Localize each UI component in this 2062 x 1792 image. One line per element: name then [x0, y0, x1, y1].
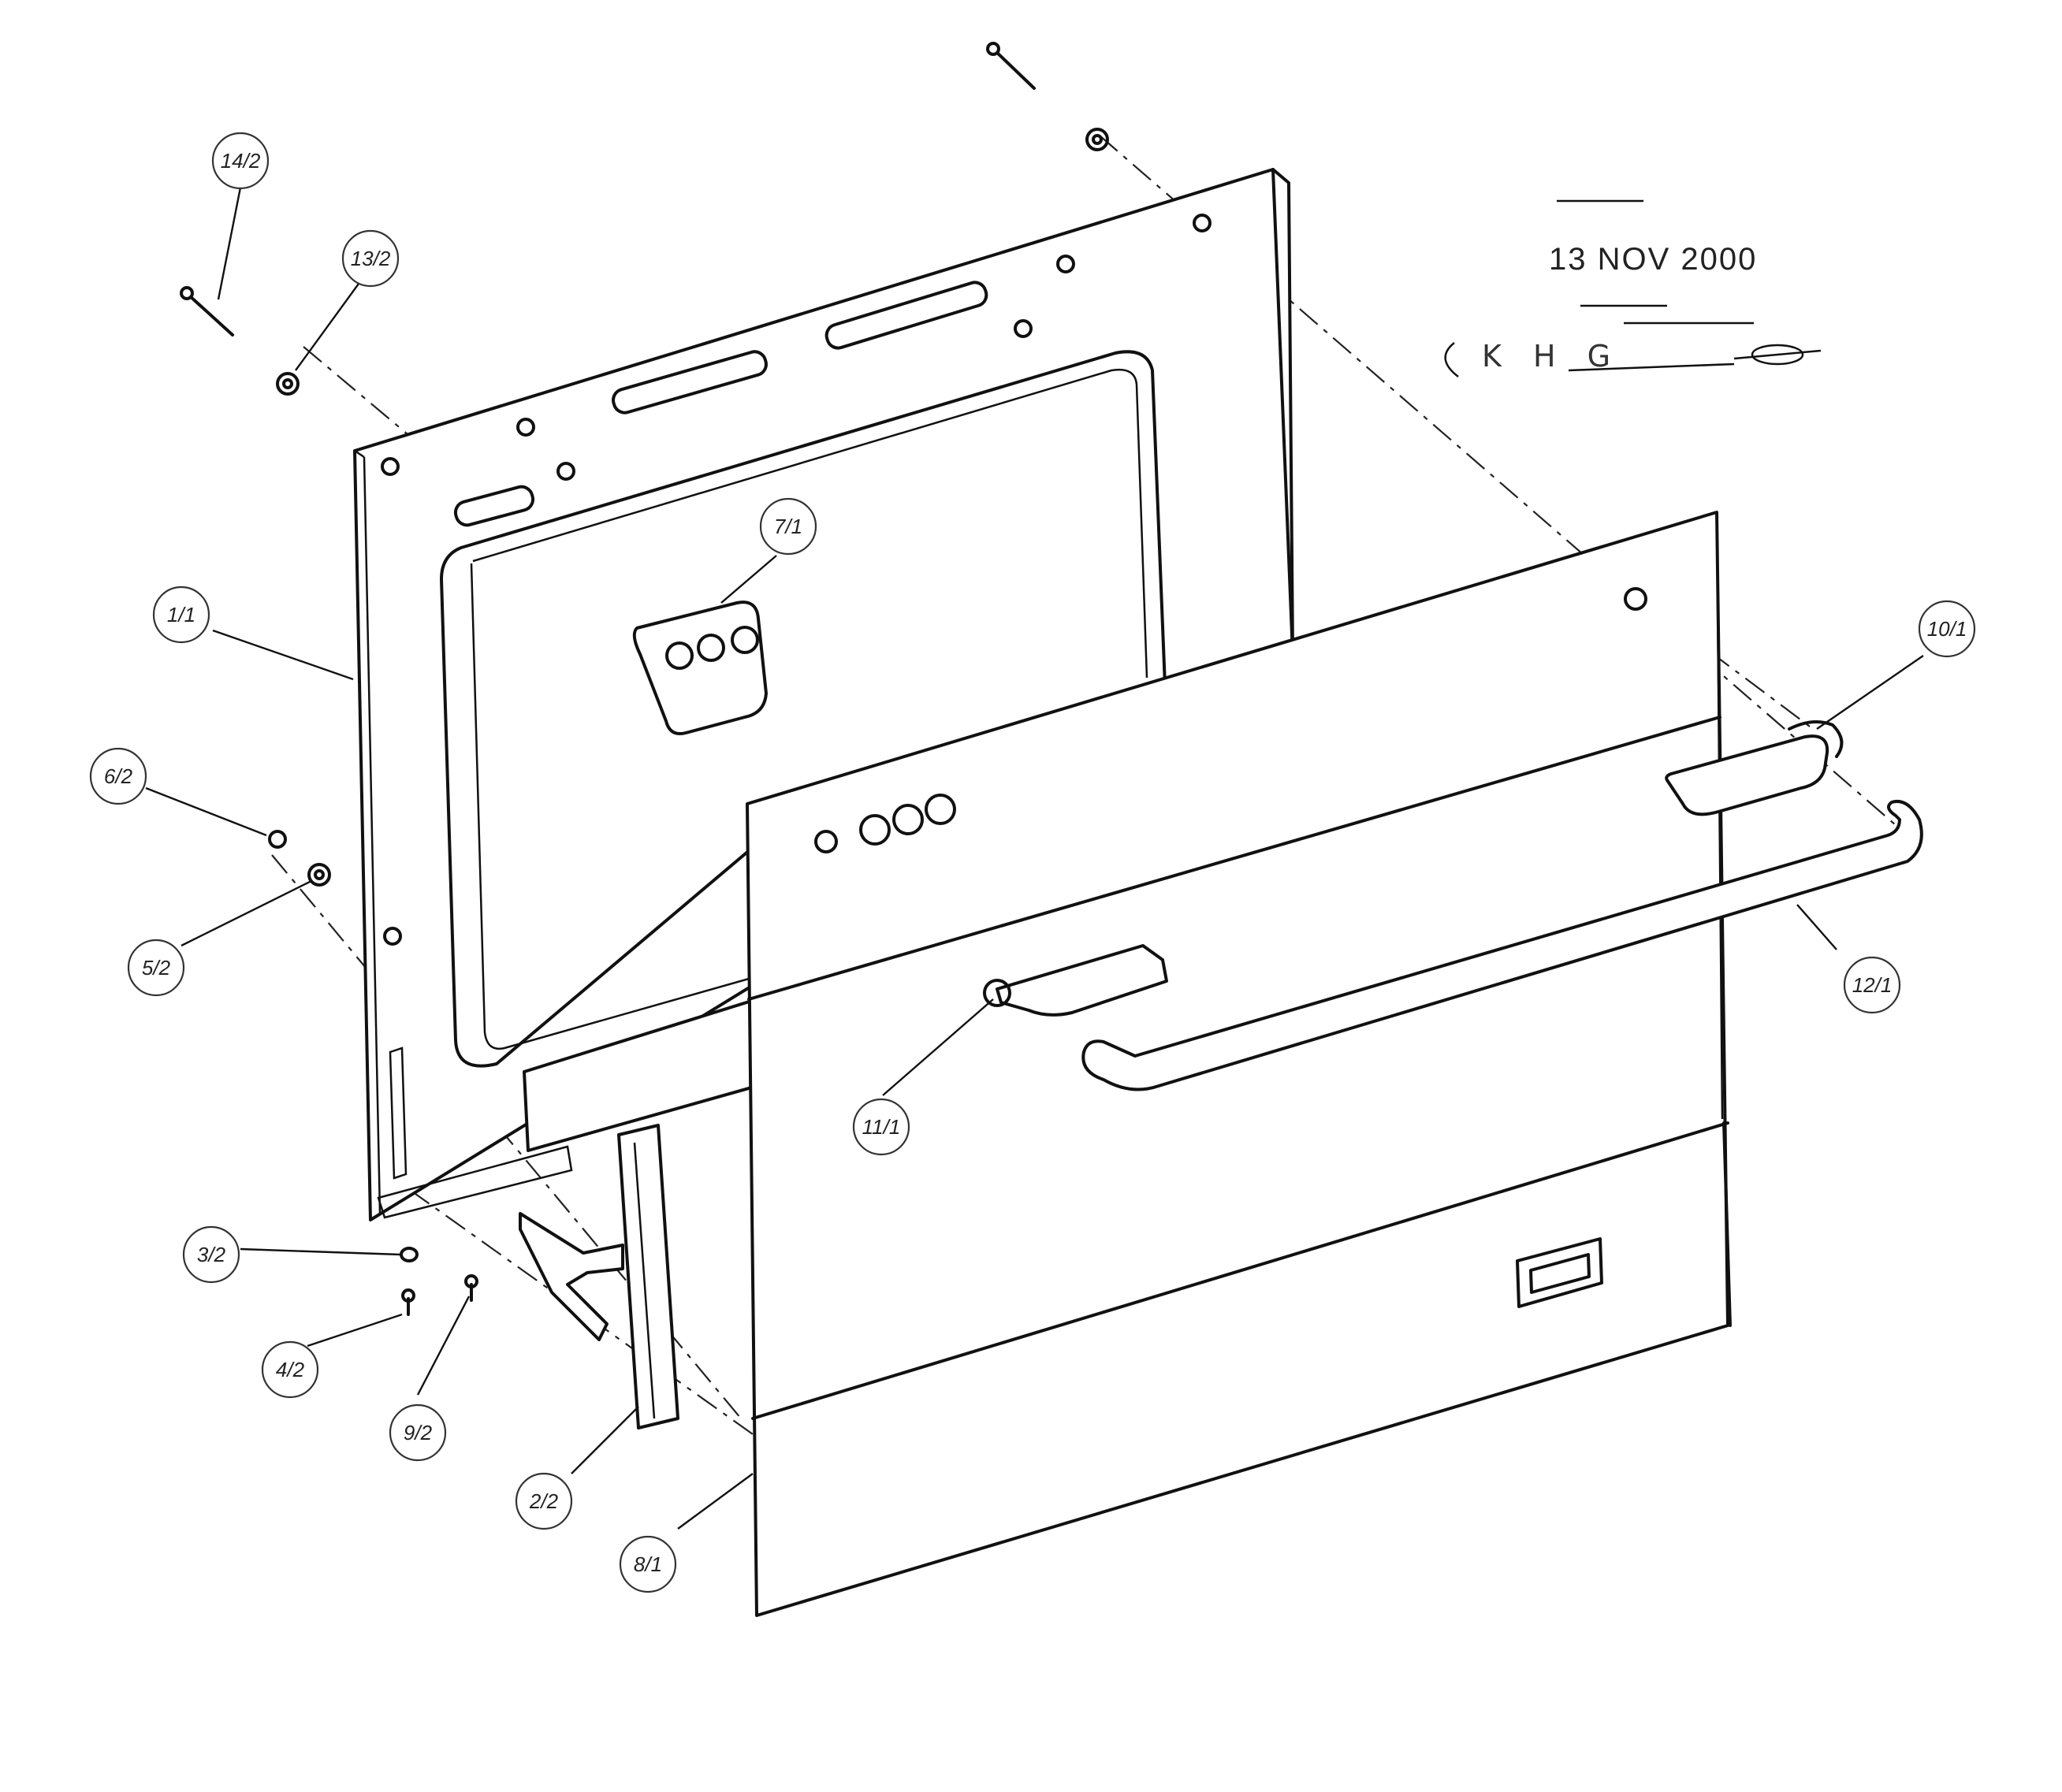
svg-text:14/2: 14/2 [221, 149, 261, 173]
callout-13-2: 13/2 [341, 229, 400, 288]
callout-1-1: 1/1 [152, 586, 210, 644]
callout-12-1: 12/1 [1843, 956, 1901, 1014]
svg-text:6/2: 6/2 [104, 764, 133, 788]
part-3-2 [400, 1247, 419, 1262]
screw-top-right [993, 49, 1036, 90]
fasteners [180, 42, 1109, 1316]
callout-6-2: 6/2 [89, 747, 147, 805]
glass-bracket [632, 600, 768, 735]
washer-top-right [1085, 128, 1109, 151]
stamp-initials: K H G [1482, 339, 1621, 374]
svg-text:13/2: 13/2 [351, 247, 391, 270]
screw-14-2 [188, 294, 234, 336]
hinge [519, 1124, 679, 1430]
approval-stamp: 13 NOV 2000 K H G [1444, 199, 1822, 377]
washer-5-2 [307, 863, 331, 887]
callout-10-1: 10/1 [1918, 600, 1976, 658]
svg-text:11/1: 11/1 [862, 1115, 901, 1139]
svg-text:4/2: 4/2 [276, 1358, 305, 1381]
callout-5-2: 5/2 [127, 939, 185, 997]
handle [983, 720, 1923, 1091]
svg-text:10/1: 10/1 [1927, 617, 1967, 641]
svg-text:1/1: 1/1 [167, 603, 195, 626]
svg-text:3/2: 3/2 [197, 1243, 226, 1266]
callout-3-2: 3/2 [182, 1225, 240, 1284]
svg-text:8/1: 8/1 [634, 1552, 662, 1576]
callout-14-2: 14/2 [211, 132, 270, 190]
callout-7-1: 7/1 [759, 497, 817, 556]
nut-6-2 [268, 830, 287, 849]
svg-text:5/2: 5/2 [142, 956, 171, 980]
callout-11-1: 11/1 [852, 1098, 910, 1156]
callout-2-2: 2/2 [515, 1472, 573, 1530]
leader-lines [145, 187, 1924, 1530]
callout-8-1: 8/1 [619, 1535, 677, 1593]
callout-9-2: 9/2 [389, 1403, 447, 1462]
washer-13-2 [276, 372, 300, 396]
stamp-date: 13 NOV 2000 [1549, 242, 1757, 277]
callout-4-2: 4/2 [261, 1340, 319, 1399]
svg-text:7/1: 7/1 [774, 515, 802, 538]
svg-text:12/1: 12/1 [1852, 973, 1893, 997]
svg-text:9/2: 9/2 [404, 1421, 433, 1444]
svg-text:2/2: 2/2 [529, 1489, 559, 1513]
